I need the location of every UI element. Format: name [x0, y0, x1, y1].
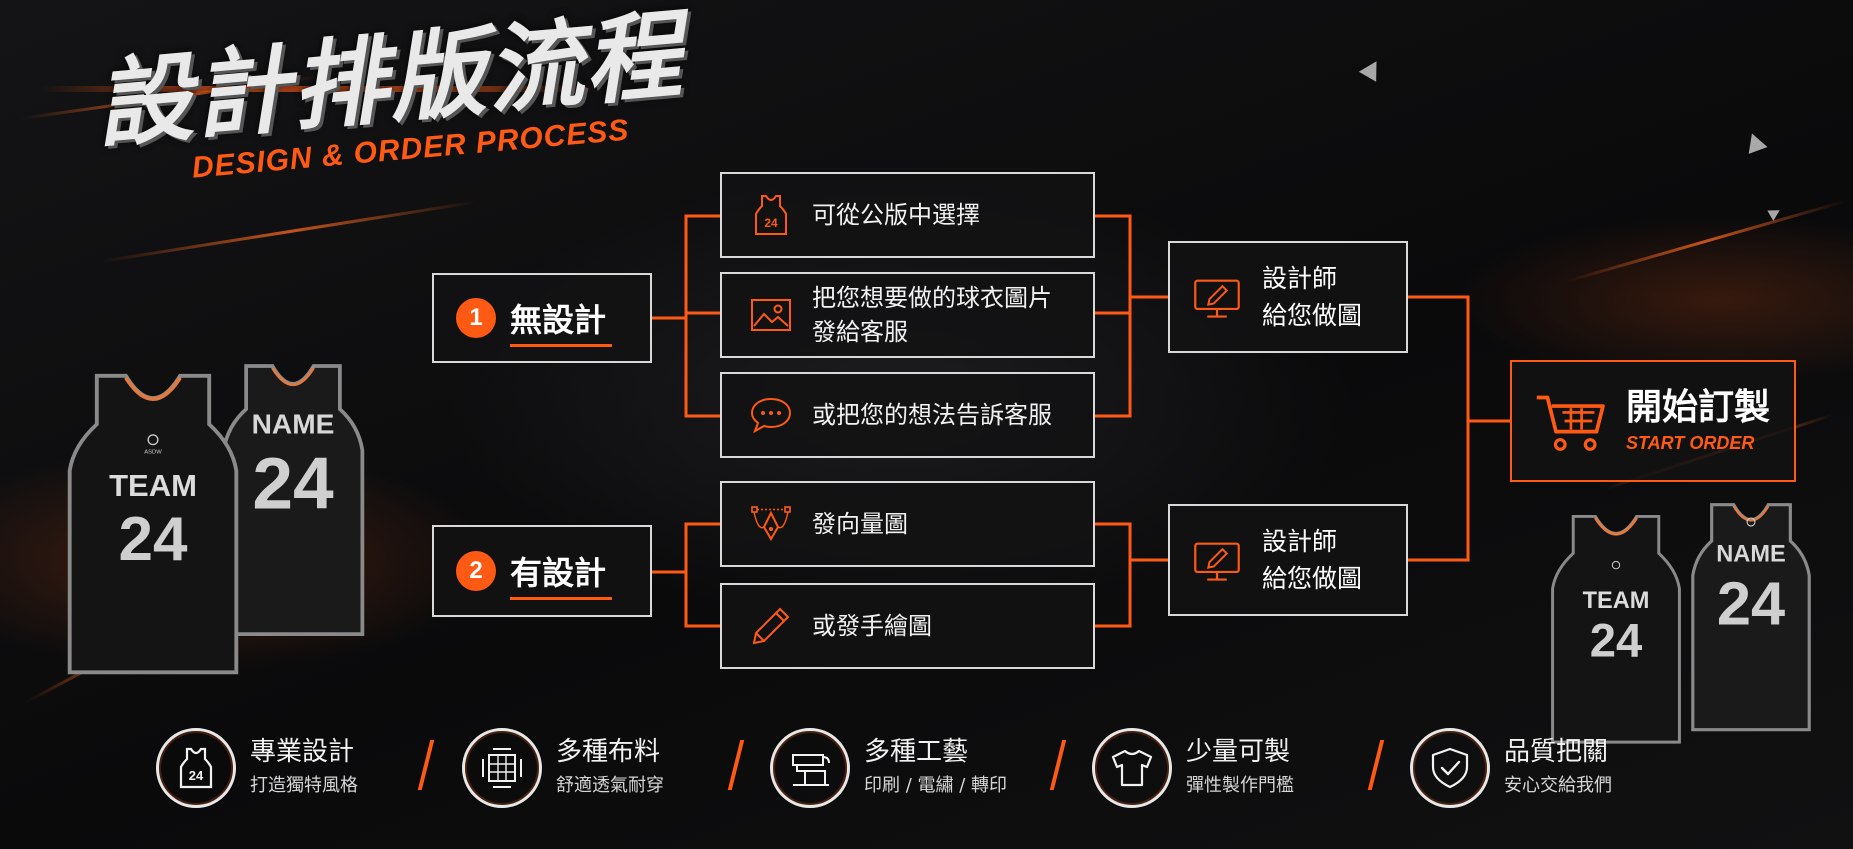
jersey-front-left: ASDW TEAM 24 — [67, 373, 239, 675]
jersey-number-text: 24 — [1717, 569, 1785, 638]
jersey-team-text: TEAM — [1583, 588, 1650, 614]
feature-icon-circle — [1092, 728, 1172, 808]
designer-line1: 設計師 — [1262, 264, 1338, 293]
start-order-button[interactable]: 開始訂製 START ORDER — [1510, 360, 1796, 482]
feature-text: 品質把關 安心交給我們 — [1504, 736, 1612, 800]
option-tell-idea[interactable]: 或把您的想法告訴客服 — [720, 372, 1095, 458]
feature-quality: 品質把關 安心交給我們 — [1410, 728, 1612, 808]
feature-small-batch: 少量可製 彈性製作門檻 — [1092, 728, 1294, 808]
feature-title: 多種工藝 — [864, 737, 969, 767]
feature-icon-circle: 24 — [156, 728, 236, 808]
print-press-icon — [792, 754, 830, 786]
option-text: 可從公版中選擇 — [812, 201, 980, 229]
monitor-pen-icon — [1194, 542, 1240, 581]
jersey-front-right: TEAM 24 — [1551, 514, 1681, 744]
option-text: 發向量圖 — [812, 510, 908, 538]
start-order-subtitle: START ORDER — [1626, 433, 1755, 453]
feature-text: 專業設計 打造獨特風格 — [250, 736, 358, 800]
feature-subtitle: 打造獨特風格 — [250, 775, 358, 796]
category-label: 有設計 — [510, 548, 613, 600]
jersey-back-left: NAME 24 — [221, 364, 365, 636]
designer-line2: 給您做圖 — [1262, 301, 1363, 330]
feature-subtitle: 印刷 / 電繡 / 轉印 — [864, 775, 1008, 796]
category-has-design[interactable]: 2 有設計 — [432, 525, 652, 617]
option-template-select[interactable]: 24 可從公版中選擇 — [720, 172, 1095, 258]
category-label: 無設計 — [510, 295, 613, 347]
feature-fabrics: 多種布料 舒適透氣耐穿 — [462, 728, 664, 808]
feature-pro-design: 24 專業設計 打造獨特風格 — [156, 728, 358, 808]
feature-title: 少量可製 — [1186, 737, 1291, 767]
image-icon — [751, 299, 791, 331]
feature-icon-circle — [1410, 728, 1490, 808]
designer-line2: 給您做圖 — [1262, 564, 1363, 593]
feature-icon-circle — [770, 728, 850, 808]
designer-text: 設計師 給您做圖 — [1262, 260, 1362, 334]
option-send-image[interactable]: 把您想要做的球衣圖片 發給客服 — [720, 272, 1095, 358]
jersey-24-icon: 24 — [755, 195, 787, 235]
chat-bubble-icon — [750, 397, 792, 434]
jersey-number-text: 24 — [1590, 615, 1643, 668]
monitor-pen-icon — [1194, 279, 1240, 318]
shopping-cart-icon — [1536, 395, 1605, 451]
tshirt-icon — [1111, 749, 1153, 787]
svg-text:24: 24 — [764, 216, 778, 230]
jersey-number-text: 24 — [252, 444, 334, 525]
designer-text: 設計師 給您做圖 — [1262, 523, 1362, 597]
jersey-back-right: NAME 24 — [1691, 503, 1811, 732]
designer-line1: 設計師 — [1262, 527, 1338, 556]
option-text: 或把您的想法告訴客服 — [812, 401, 1052, 429]
option-text: 或發手繪圖 — [812, 612, 932, 640]
feature-subtitle: 舒適透氣耐穿 — [556, 775, 664, 796]
pencil-icon — [752, 607, 790, 645]
option-send-vector[interactable]: 發向量圖 — [720, 481, 1095, 567]
jersey-number-text: 24 — [119, 505, 188, 574]
option-text-line1: 把您想要做的球衣圖片 — [812, 284, 1052, 312]
fabric-grid-icon — [482, 748, 522, 788]
title-brush-stroke — [40, 86, 600, 92]
feature-subtitle: 安心交給我們 — [1504, 775, 1612, 796]
feature-text: 少量可製 彈性製作門檻 — [1186, 736, 1294, 800]
jersey-name-text: NAME — [1716, 541, 1785, 567]
vector-pen-icon — [751, 506, 791, 541]
jersey-24-icon: 24 — [179, 747, 213, 789]
feature-title: 專業設計 — [250, 737, 355, 767]
step-number-badge: 2 — [456, 551, 496, 591]
shield-check-icon — [1431, 747, 1469, 789]
feature-text: 多種工藝 印刷 / 電繡 / 轉印 — [864, 736, 1007, 800]
step-number-badge: 1 — [456, 298, 496, 338]
jersey-name-text: NAME — [252, 409, 335, 440]
start-order-text: 開始訂製 START ORDER — [1626, 386, 1770, 456]
feature-techniques: 多種工藝 印刷 / 電繡 / 轉印 — [770, 728, 1007, 808]
feature-text: 多種布料 舒適透氣耐穿 — [556, 736, 664, 800]
option-text: 把您想要做的球衣圖片 發給客服 — [812, 281, 1052, 349]
jersey-team-text: TEAM — [109, 468, 197, 503]
designer-box-1[interactable]: 設計師 給您做圖 — [1168, 241, 1408, 353]
option-send-sketch[interactable]: 或發手繪圖 — [720, 583, 1095, 669]
svg-text:24: 24 — [189, 768, 204, 783]
option-text-line2: 發給客服 — [812, 318, 908, 346]
feature-icon-circle — [462, 728, 542, 808]
jersey-brand-text: ASDW — [144, 449, 162, 455]
start-order-title: 開始訂製 — [1626, 387, 1771, 428]
feature-subtitle: 彈性製作門檻 — [1186, 775, 1294, 796]
category-no-design[interactable]: 1 無設計 — [432, 273, 652, 363]
feature-title: 多種布料 — [556, 737, 661, 767]
designer-box-2[interactable]: 設計師 給您做圖 — [1168, 504, 1408, 616]
feature-title: 品質把關 — [1504, 737, 1609, 767]
